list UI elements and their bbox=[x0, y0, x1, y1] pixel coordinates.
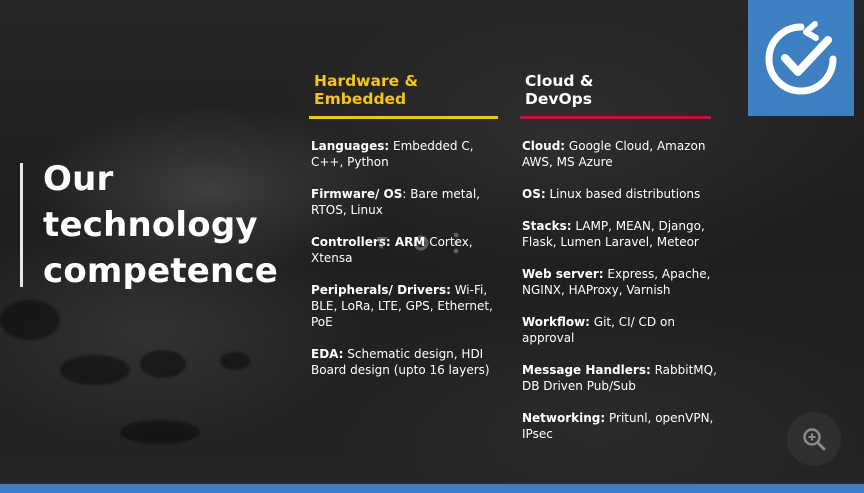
list-item: OS: Linux based distributions bbox=[522, 186, 720, 202]
page-title-line: competence bbox=[43, 251, 279, 291]
background-photo-shape bbox=[220, 352, 250, 370]
entry-label: EDA: bbox=[311, 347, 344, 361]
column-header-line: DevOps bbox=[525, 90, 592, 108]
entry-label: Controllers: ARM bbox=[311, 235, 426, 249]
list-item: Workflow: Git, CI/ CD on approval bbox=[522, 314, 720, 346]
progress-bar bbox=[0, 484, 864, 493]
list-item: Stacks: LAMP, MEAN, Django, Flask, Lumen… bbox=[522, 218, 720, 250]
background-photo-shape bbox=[0, 300, 60, 340]
entry-text: Schematic design, HDI Board design (upto… bbox=[311, 347, 490, 377]
entry-text: LAMP, MEAN, Django, Flask, Lumen Laravel… bbox=[522, 219, 705, 249]
list-item: Firmware/ OS: Bare metal, RTOS, Linux bbox=[311, 186, 501, 218]
settings-icon[interactable] bbox=[412, 234, 430, 252]
entry-list: Cloud: Google Cloud, Amazon AWS, MS Azur… bbox=[520, 138, 720, 442]
entry-text: Pritunl, openVPN, IPsec bbox=[522, 411, 714, 441]
more-vertical-icon[interactable] bbox=[452, 232, 460, 254]
filter-icon[interactable] bbox=[372, 234, 390, 252]
list-item: Web server: Express, Apache, NGINX, HAPr… bbox=[522, 266, 720, 298]
column-header: Hardware & Embedded bbox=[309, 72, 501, 110]
entry-list: Languages: Embedded C, C++, Python Firmw… bbox=[309, 138, 501, 378]
entry-label: OS: bbox=[522, 187, 546, 201]
title-accent-bar bbox=[20, 163, 23, 287]
entry-text: RabbitMQ, DB Driven Pub/Sub bbox=[522, 363, 717, 393]
list-item: Controllers: ARM Cortex, Xtensa bbox=[311, 234, 501, 266]
list-item: Languages: Embedded C, C++, Python bbox=[311, 138, 501, 170]
entry-text: Embedded C, C++, Python bbox=[311, 139, 474, 169]
entry-text: Express, Apache, NGINX, HAProxy, Varnish bbox=[522, 267, 711, 297]
zoom-in-button[interactable] bbox=[787, 412, 841, 466]
background-photo-shape bbox=[120, 420, 200, 444]
entry-label: Stacks: bbox=[522, 219, 572, 233]
entry-label: Firmware/ OS bbox=[311, 187, 403, 201]
column-header-underline bbox=[309, 116, 498, 119]
column-header-line: Hardware & bbox=[314, 72, 419, 90]
background-photo-shape bbox=[140, 350, 186, 378]
entry-label: Web server: bbox=[522, 267, 604, 281]
entry-text: Google Cloud, Amazon AWS, MS Azure bbox=[522, 139, 706, 169]
entry-text: Linux based distributions bbox=[545, 187, 701, 201]
entry-label: Peripherals/ Drivers: bbox=[311, 283, 451, 297]
list-item: Peripherals/ Drivers: Wi-Fi, BLE, LoRa, … bbox=[311, 282, 501, 330]
zoom-in-icon bbox=[803, 428, 826, 451]
column-header: Cloud & DevOps bbox=[520, 72, 720, 110]
list-item: Networking: Pritunl, openVPN, IPsec bbox=[522, 410, 720, 442]
entry-label: Workflow: bbox=[522, 315, 590, 329]
entry-label: Languages: bbox=[311, 139, 390, 153]
entry-label: Networking: bbox=[522, 411, 606, 425]
entry-label: Cloud: bbox=[522, 139, 566, 153]
entry-text: Wi-Fi, BLE, LoRa, LTE, GPS, Ethernet, Po… bbox=[311, 283, 493, 329]
brand-logo[interactable] bbox=[748, 0, 854, 116]
entry-text: : Bare metal, RTOS, Linux bbox=[311, 187, 480, 217]
list-item: EDA: Schematic design, HDI Board design … bbox=[311, 346, 501, 378]
list-item: Message Handlers: RabbitMQ, DB Driven Pu… bbox=[522, 362, 720, 394]
cloud-devops-column: Cloud & DevOps Cloud: Google Cloud, Amaz… bbox=[520, 72, 720, 458]
hardware-embedded-column: Hardware & Embedded Languages: Embedded … bbox=[309, 72, 501, 394]
entry-label: Message Handlers: bbox=[522, 363, 651, 377]
page-title: Our technology competence bbox=[43, 156, 293, 294]
checkmark-refresh-icon bbox=[765, 21, 837, 95]
page-title-line: Our bbox=[43, 159, 114, 199]
column-header-underline bbox=[520, 116, 711, 119]
column-header-line: Cloud & bbox=[525, 72, 594, 90]
column-header-line: Embedded bbox=[314, 90, 407, 108]
entry-text: Cortex, Xtensa bbox=[311, 235, 473, 265]
entry-text: Git, CI/ CD on approval bbox=[522, 315, 675, 345]
page-title-line: technology bbox=[43, 205, 258, 245]
list-item: Cloud: Google Cloud, Amazon AWS, MS Azur… bbox=[522, 138, 720, 170]
media-overlay-controls bbox=[372, 232, 460, 254]
background-photo-shape bbox=[60, 355, 130, 385]
